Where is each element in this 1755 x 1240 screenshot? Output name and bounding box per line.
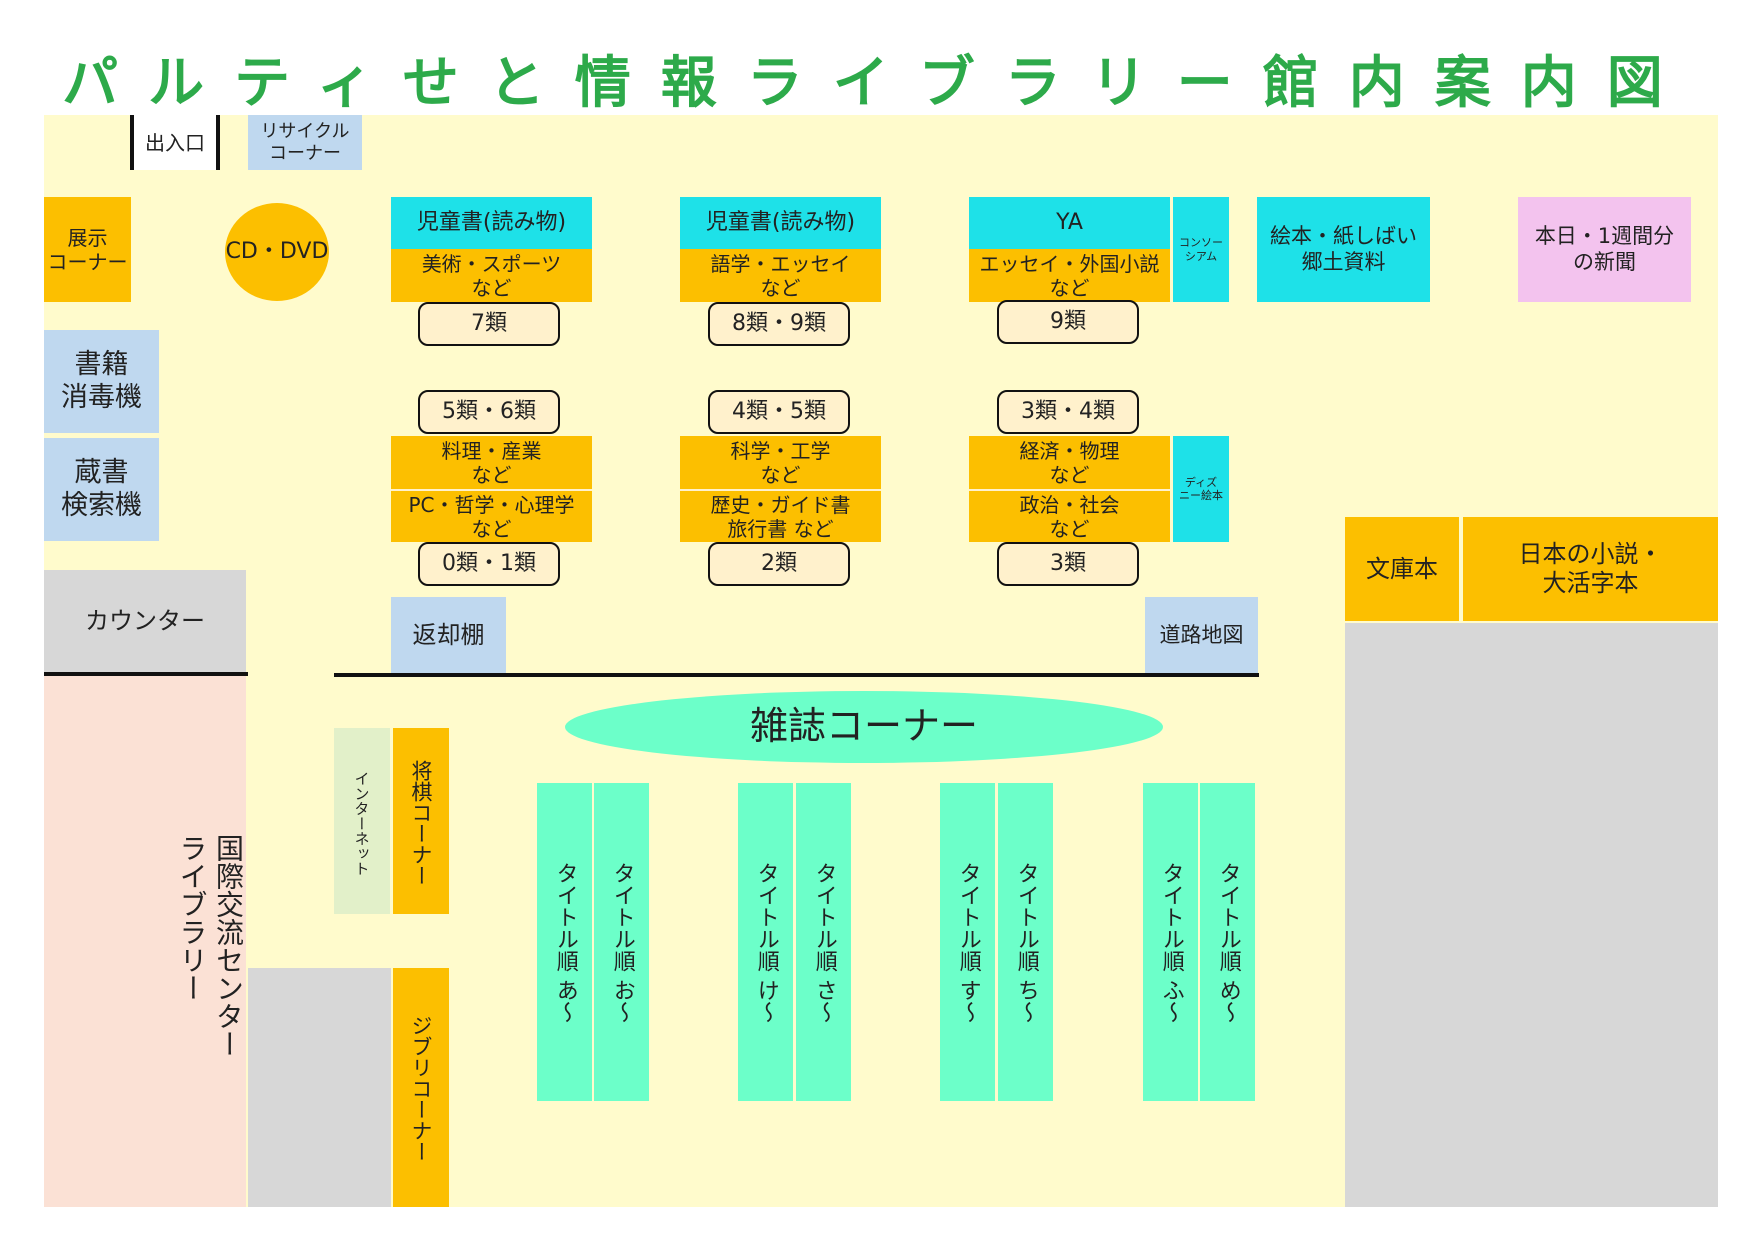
exhibit-corner: 展示 コーナー [44,197,131,302]
magazine-shelf-4: タイトル順 さ〜 [796,783,851,1101]
newspaper-shelf: 本日・1週間分 の新聞 [1518,197,1691,302]
book-sterilizer: 書籍 消毒機 [44,330,159,433]
shelf-b-top: 児童書(読み物) [680,197,881,249]
class-tag-0-1: 0類・1類 [418,542,560,586]
magazine-shelf-8-label: タイトル順 め〜 [1215,861,1241,1023]
internet-corner: インターネット [334,728,390,914]
ghibli-label: ジブリコーナー [409,1014,433,1162]
consortium-shelf: コンソー シアム [1173,197,1229,302]
shelf-a-mid: 美術・スポーツ など [391,249,592,302]
magazine-shelf-4-label: タイトル順 さ〜 [811,861,837,1023]
class-tag-9: 9類 [997,300,1139,344]
disney-books-shelf: ディズ ニー絵本 [1173,436,1229,542]
bunko-shelf: 文庫本 [1345,517,1459,621]
class-tag-5-6: 5類・6類 [418,390,560,434]
magazine-shelf-7-label: タイトル順 ふ〜 [1158,861,1184,1023]
wall-line-left [44,672,248,676]
cd-dvd-corner: CD・DVD [225,203,329,301]
class-tag-2: 2類 [708,542,850,586]
class-tag-8-9: 8類・9類 [708,302,850,346]
international-center-label: 国際交流センター ライブラリー [175,834,245,1058]
return-shelf: 返却棚 [391,597,506,674]
magazine-shelf-2: タイトル順 お〜 [594,783,649,1101]
wall-line-center [334,673,1259,677]
restricted-area-left [248,968,391,1207]
catalog-search-terminal: 蔵書 検索機 [44,438,159,541]
class-tag-7: 7類 [418,302,560,346]
shelf-b-mid: 語学・エッセイ など [680,249,881,302]
shogi-label: 将棋コーナー [409,760,433,886]
shelf-e-m2: 歴史・ガイド書 旅行書 など [680,489,881,542]
class-tag-3: 3類 [997,542,1139,586]
magazine-corner: 雑誌コーナー [565,691,1163,763]
shelf-d-m2: PC・哲学・心理学 など [391,489,592,542]
counter: カウンター [44,570,246,672]
road-map-shelf: 道路地図 [1145,597,1258,674]
shelf-f-m1: 経済・物理 など [969,436,1170,489]
shogi-corner: 将棋コーナー [393,728,449,914]
restricted-area-right [1345,623,1718,1207]
recycle-corner: リサイクル コーナー [248,115,362,170]
class-tag-3-4: 3類・4類 [997,390,1139,434]
shelf-c-top: YA [969,197,1170,249]
magazine-shelf-6: タイトル順 ち〜 [998,783,1053,1101]
magazine-shelf-6-label: タイトル順 ち〜 [1013,861,1039,1023]
class-tag-4-5: 4類・5類 [708,390,850,434]
shelf-a-top: 児童書(読み物) [391,197,592,249]
internet-label: インターネット [352,770,371,876]
picture-books-shelf: 絵本・紙しばい 郷土資料 [1257,197,1430,302]
shelf-f-m2: 政治・社会 など [969,489,1170,542]
magazine-shelf-1-label: タイトル順 あ〜 [552,861,578,1023]
magazine-shelf-3: タイトル順 け〜 [738,783,793,1101]
magazine-shelf-1: タイトル順 あ〜 [537,783,592,1101]
magazine-shelf-8: タイトル順 め〜 [1200,783,1255,1101]
magazine-shelf-3-label: タイトル順 け〜 [753,861,779,1023]
map-title: パルティせと情報ライブラリー館内案内図 [62,51,1693,116]
ghibli-corner: ジブリコーナー [393,968,449,1207]
magazine-shelf-5: タイトル順 す〜 [940,783,995,1101]
magazine-shelf-5-label: タイトル順 す〜 [955,861,981,1023]
entrance: 出入口 [130,115,220,170]
japanese-novels-shelf: 日本の小説・ 大活字本 [1463,517,1718,621]
magazine-shelf-2-label: タイトル順 お〜 [609,861,635,1023]
international-center-library: 国際交流センター ライブラリー [44,676,246,1207]
shelf-e-m1: 科学・工学 など [680,436,881,489]
shelf-d-m1: 料理・産業 など [391,436,592,489]
shelf-c-mid: エッセイ・外国小説 など [969,249,1170,302]
magazine-shelf-7: タイトル順 ふ〜 [1143,783,1198,1101]
